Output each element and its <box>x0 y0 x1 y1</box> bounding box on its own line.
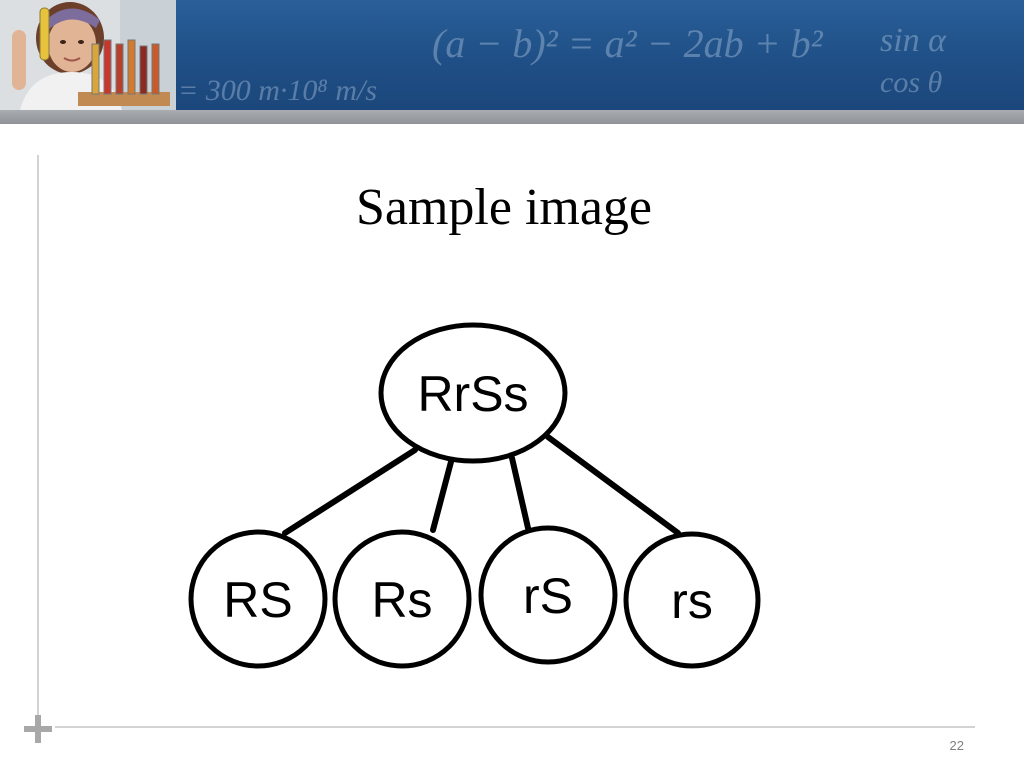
frame-vertical-line <box>37 155 39 715</box>
child-node: RS <box>188 529 328 669</box>
connector-line <box>282 447 418 536</box>
root-node-label: RrSs <box>417 366 528 422</box>
child-node: rs <box>623 531 761 669</box>
root-node: RrSs <box>378 322 568 464</box>
child-node-label: Rs <box>371 572 432 628</box>
frame-horizontal-line <box>55 726 975 728</box>
child-node-label: RS <box>223 572 292 628</box>
scientist-illustration <box>0 0 176 110</box>
child-node: rS <box>478 525 618 665</box>
banner-formula: cos θ <box>880 66 943 99</box>
header-banner: (a − b)² = a² − 2ab + b² sin α cos θ = 3… <box>0 0 1024 110</box>
scientist-photo <box>0 0 176 110</box>
banner-formula: sin α <box>880 22 947 59</box>
child-node-label: rs <box>671 573 713 629</box>
plus-icon <box>24 715 52 743</box>
slide-number: 22 <box>949 738 964 753</box>
banner-divider <box>0 110 1024 124</box>
connector-line <box>509 455 531 531</box>
banner-formula: = 300 m·10⁸ m/s <box>178 74 378 107</box>
banner-formula: (a − b)² = a² − 2ab + b² <box>432 21 823 66</box>
connector-line <box>430 455 455 533</box>
child-node-label: rS <box>523 568 573 624</box>
connector-line <box>545 434 681 536</box>
page-title: Sample image <box>355 179 653 236</box>
child-node: Rs <box>332 529 472 669</box>
